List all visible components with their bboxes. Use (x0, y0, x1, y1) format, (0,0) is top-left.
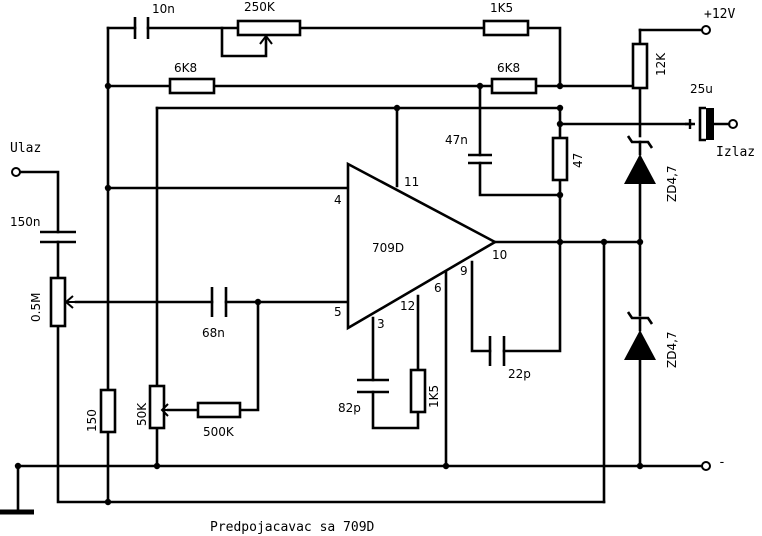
label-500k: 500K (203, 425, 235, 439)
label-150n: 150n (10, 215, 41, 229)
capacitor-22p (488, 336, 506, 366)
supply-neg-label: - (718, 455, 726, 470)
zener-bottom (624, 311, 656, 360)
terminals (11, 25, 738, 471)
capacitor-150n (40, 230, 76, 244)
supply-terminal (701, 25, 711, 35)
potentiometer-50k (148, 384, 166, 430)
supply-pos-label: +12V (704, 7, 735, 22)
label-zener-bottom: ZD4,7 (665, 331, 679, 368)
label-6k8-left: 6K8 (174, 61, 197, 75)
capacitor-10n (133, 17, 150, 39)
label-150: 150 (85, 409, 99, 432)
diagram-title: Predpojacavac sa 709D (210, 520, 375, 535)
label-50k: 50K (135, 402, 149, 426)
resistor-500k (196, 401, 242, 419)
label-47: 47 (571, 153, 585, 168)
opamp-triangle (346, 161, 498, 331)
pin-9: 9 (460, 264, 468, 278)
resistor-6k8-right (490, 77, 538, 95)
resistors (49, 19, 649, 434)
pin-12: 12 (400, 299, 415, 313)
potentiometer-250k-arrow (259, 34, 273, 56)
capacitor-82p (357, 378, 389, 394)
label-1k5-bottom: 1K5 (427, 385, 441, 408)
pin-3: 3 (377, 317, 385, 331)
resistor-1k5-top (482, 19, 530, 37)
pin-4: 4 (334, 193, 342, 207)
negative-terminal (701, 461, 711, 471)
label-250k: 250K (244, 0, 276, 14)
label-68n: 68n (202, 326, 225, 340)
label-zener-top: ZD4,7 (665, 165, 679, 202)
input-label: Ulaz (10, 141, 41, 156)
label-12k: 12K (654, 52, 668, 76)
potentiometer-05m-wiper (64, 295, 76, 309)
label-1k5-top: 1K5 (490, 1, 513, 15)
pin-10: 10 (492, 248, 507, 262)
potentiometer-50k-wiper (160, 403, 169, 417)
output-label: Izlaz (716, 145, 755, 160)
resistor-150 (99, 388, 117, 434)
label-6k8-right: 6K8 (497, 61, 520, 75)
capacitors (40, 17, 706, 394)
opamp-label: 709D (372, 241, 404, 255)
label-25u: 25u (690, 82, 713, 96)
potentiometer-05m (49, 276, 67, 328)
input-terminal (11, 167, 21, 177)
zener-top (624, 135, 656, 184)
pin-6: 6 (434, 281, 442, 295)
labels: Ulaz Izlaz +12V - Predpojacavac sa 709D … (10, 0, 755, 535)
label-05m: 0.5M (29, 293, 43, 322)
pin-11: 11 (404, 175, 419, 189)
plus-mark (685, 119, 695, 129)
resistor-6k8-left (168, 77, 216, 95)
label-22p: 22p (508, 367, 531, 381)
capacitor-25u-plate (706, 108, 714, 140)
label-47n: 47n (445, 133, 468, 147)
capacitor-25u (698, 106, 706, 142)
pin-5: 5 (334, 305, 342, 319)
label-82p: 82p (338, 401, 361, 415)
capacitor-68n (210, 287, 228, 317)
resistor-12k (631, 42, 649, 90)
resistor-250k (236, 19, 302, 37)
resistor-1k5-bottom (409, 368, 427, 414)
capacitor-47n (468, 153, 492, 165)
label-10n: 10n (152, 2, 175, 16)
resistor-47 (551, 136, 569, 182)
